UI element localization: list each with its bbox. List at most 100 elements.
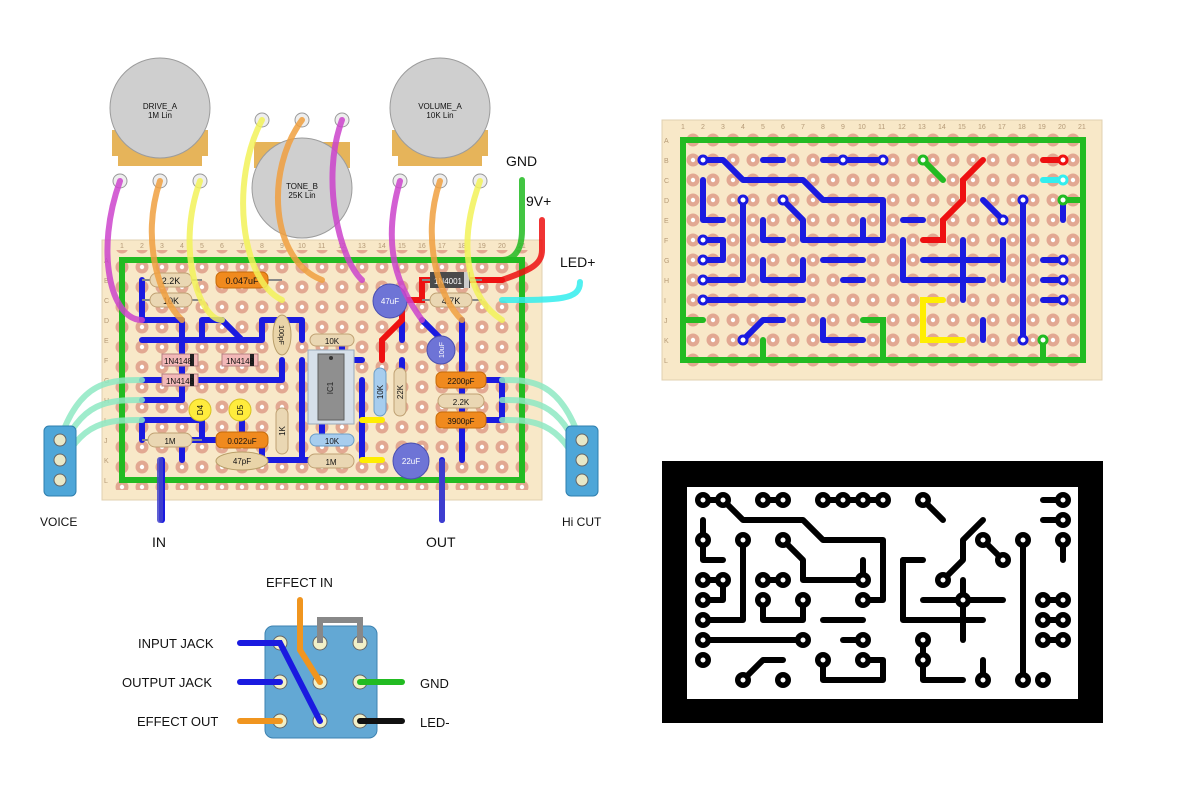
svg-text:19: 19 — [478, 243, 486, 250]
switch-gnd-label: GND — [420, 676, 449, 691]
svg-text:L: L — [104, 478, 108, 485]
svg-text:B: B — [104, 278, 109, 285]
svg-text:2.2K: 2.2K — [162, 276, 181, 286]
svg-text:K: K — [664, 338, 669, 345]
svg-text:9: 9 — [280, 243, 284, 250]
svg-text:D: D — [104, 318, 109, 325]
svg-text:10: 10 — [858, 124, 866, 131]
input-jack-label: INPUT JACK — [138, 636, 214, 651]
pot-volume[interactable]: VOLUME_A 10K Lin — [389, 57, 491, 189]
svg-text:4: 4 — [180, 243, 184, 250]
pot-drive[interactable]: DRIVE_A 1M Lin — [109, 57, 211, 189]
svg-text:D: D — [664, 198, 669, 205]
svg-text:47uF: 47uF — [381, 297, 399, 306]
svg-text:11: 11 — [318, 243, 325, 250]
svg-text:1N4148: 1N4148 — [166, 377, 195, 386]
svg-text:E: E — [104, 338, 109, 345]
svg-text:G: G — [664, 258, 669, 265]
pcb-signature: GoldenPearl — [957, 702, 1049, 718]
svg-text:L: L — [664, 358, 668, 365]
svg-text:0.047uF: 0.047uF — [225, 276, 259, 286]
resistor-1m-left: 1M — [142, 432, 202, 448]
voice-connector[interactable] — [43, 425, 77, 497]
output-jack-label: OUTPUT JACK — [122, 675, 212, 690]
svg-text:11: 11 — [878, 124, 885, 131]
svg-text:F: F — [664, 238, 668, 245]
svg-text:10uF: 10uF — [439, 342, 446, 358]
svg-text:47pF: 47pF — [233, 457, 251, 466]
svg-text:9: 9 — [841, 124, 845, 131]
svg-text:A: A — [664, 138, 669, 145]
svg-text:TONE_B: TONE_B — [286, 182, 318, 191]
svg-text:19: 19 — [1038, 124, 1046, 131]
capacitor-2200pf: 2200pF — [435, 371, 487, 389]
svg-text:K: K — [104, 458, 109, 465]
svg-text:1N4148: 1N4148 — [226, 357, 255, 366]
trace-view-board: 1 2 3 4 5 6 7 8 9 10 11 12 13 14 15 16 1… — [661, 119, 1103, 381]
svg-text:F: F — [104, 358, 108, 365]
svg-text:1N4001: 1N4001 — [434, 277, 463, 286]
svg-text:D4: D4 — [196, 404, 205, 415]
svg-text:13: 13 — [358, 243, 366, 250]
9v-label: 9V+ — [526, 193, 551, 209]
svg-text:5: 5 — [200, 243, 204, 250]
svg-text:18: 18 — [458, 243, 466, 250]
svg-text:16: 16 — [418, 243, 426, 250]
svg-text:8: 8 — [260, 243, 264, 250]
capacitor-47pf: 47pF — [215, 451, 269, 471]
svg-text:D5: D5 — [236, 404, 245, 415]
out-label: OUT — [426, 534, 456, 550]
svg-text:3900pF: 3900pF — [447, 417, 474, 426]
hicut-connector[interactable] — [565, 425, 599, 497]
diode-1n4148-3: 1N4148 — [161, 373, 199, 387]
capacitor-0047uf: 0.047uF — [215, 271, 282, 289]
svg-text:C: C — [104, 298, 109, 305]
svg-text:21: 21 — [1078, 124, 1086, 131]
footswitch[interactable] — [237, 597, 405, 739]
flying-wires — [57, 117, 583, 523]
svg-text:15: 15 — [958, 124, 966, 131]
svg-text:20: 20 — [498, 243, 506, 250]
resistor-2k2-mid: 2.2K — [437, 393, 485, 409]
hicut-label: Hi CUT — [562, 515, 602, 529]
ground-bus — [119, 257, 525, 483]
gnd-label: GND — [506, 153, 537, 169]
led-d4: D4 — [188, 398, 212, 422]
svg-text:1K: 1K — [278, 425, 287, 435]
svg-text:2.2K: 2.2K — [453, 398, 470, 407]
svg-text:13: 13 — [918, 124, 926, 131]
resistor-1k: 1K — [275, 407, 289, 455]
diode-1n4148-2: 1N4148 — [221, 353, 259, 367]
svg-text:100pF: 100pF — [277, 325, 284, 345]
svg-text:10K: 10K — [325, 337, 340, 346]
svg-text:C: C — [664, 178, 669, 185]
svg-text:16: 16 — [978, 124, 986, 131]
led-d5: D5 — [228, 398, 252, 422]
svg-text:IC1: IC1 — [326, 381, 335, 394]
svg-text:12: 12 — [898, 124, 906, 131]
led-minus-label: LED- — [420, 715, 450, 730]
svg-text:3: 3 — [721, 124, 725, 131]
svg-text:1: 1 — [681, 124, 685, 131]
voice-label: VOICE — [40, 515, 77, 529]
svg-text:2200pF: 2200pF — [447, 377, 474, 386]
svg-text:6: 6 — [781, 124, 785, 131]
svg-text:6: 6 — [220, 243, 224, 250]
svg-text:J: J — [104, 438, 108, 445]
effect-in-label: EFFECT IN — [266, 575, 333, 590]
capacitor-0022uf: 0.022uF — [215, 431, 269, 449]
svg-text:22uF: 22uF — [402, 457, 420, 466]
svg-text:14: 14 — [378, 243, 386, 250]
svg-text:H: H — [664, 278, 669, 285]
led-plus-label: LED+ — [560, 254, 595, 270]
pcb-transfer-mask: GoldenPearl — [662, 461, 1103, 723]
ic1-chip: IC1 — [307, 349, 355, 425]
svg-text:J: J — [664, 318, 668, 325]
resistor-22k-vertical: 22K — [393, 367, 407, 417]
svg-text:1M: 1M — [325, 458, 336, 467]
svg-text:1N4148: 1N4148 — [164, 357, 193, 366]
row-index-right: A B C D E F G H I J K L — [664, 138, 669, 365]
svg-text:DRIVE_A: DRIVE_A — [143, 102, 178, 111]
svg-text:10: 10 — [298, 243, 306, 250]
svg-text:10K Lin: 10K Lin — [426, 111, 453, 120]
